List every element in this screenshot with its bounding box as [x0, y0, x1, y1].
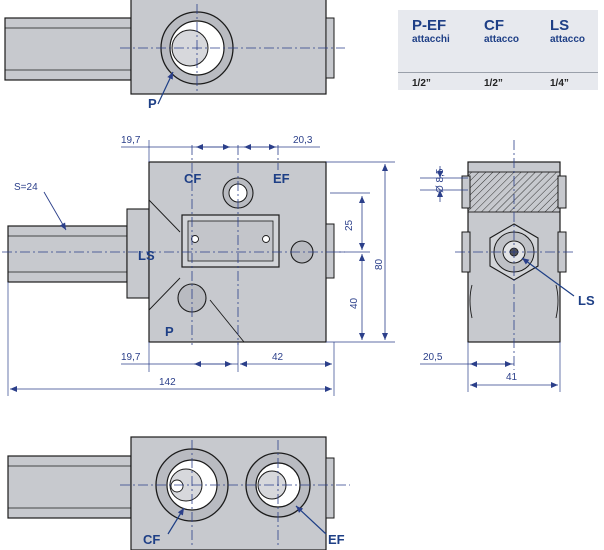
- front-label-p: P: [165, 324, 174, 339]
- bottom-view: CF EF: [7, 436, 350, 550]
- table-value-p-ef: 1/2”: [412, 78, 431, 89]
- table-col-code: CF: [484, 17, 504, 34]
- table-col-sub: attacchi: [412, 34, 450, 45]
- front-screw-right: [262, 235, 270, 243]
- top-view: P: [4, 0, 345, 111]
- table-col-sub: attacco: [484, 34, 520, 45]
- front-label-ef: EF: [273, 171, 290, 186]
- top-label-p: P: [148, 96, 157, 111]
- dim-42: 42: [272, 352, 284, 363]
- table-col-p-ef: P-EF attacchi: [412, 18, 450, 46]
- dim-41: 41: [506, 372, 518, 383]
- table-value-cf: 1/2”: [484, 78, 503, 89]
- dim-20-3: 20,3: [293, 135, 313, 146]
- side-view: LS Ø 8,5 20,5 41: [420, 140, 595, 392]
- dim-20-5: 20,5: [423, 352, 443, 363]
- table-col-code: LS: [550, 17, 570, 34]
- dim-40: 40: [349, 297, 360, 309]
- dim-8-5: Ø 8,5: [435, 168, 446, 193]
- bottom-label-cf: CF: [143, 532, 160, 547]
- table-value-ls: 1/4”: [550, 78, 569, 89]
- top-hex-shaft: [4, 17, 132, 81]
- port-size-table: P-EF attacchi CF attacco LS attacco 1/2”…: [398, 10, 598, 90]
- side-label-ls: LS: [578, 293, 595, 308]
- dim-142: 142: [159, 377, 176, 388]
- hex-size-label: S=24: [14, 182, 38, 193]
- table-col-code: P-EF: [412, 17, 447, 34]
- dim-80: 80: [374, 258, 385, 270]
- table-col-ls: LS attacco: [550, 18, 585, 46]
- dim-19-7-top: 19,7: [121, 135, 141, 146]
- front-label-ls: LS: [138, 248, 155, 263]
- front-screw-left: [191, 235, 199, 243]
- bottom-label-ef: EF: [328, 532, 345, 547]
- table-col-sub: attacco: [550, 34, 586, 45]
- table-divider: [398, 72, 598, 73]
- dim-25: 25: [344, 219, 355, 231]
- dim-19-7-bottom: 19,7: [121, 352, 141, 363]
- front-label-cf: CF: [184, 171, 201, 186]
- table-col-cf: CF attacco: [484, 18, 519, 46]
- front-hex-shaft: [7, 225, 128, 283]
- bottom-hex-shaft: [7, 455, 132, 519]
- front-view: CF EF LS P S=24 19,7 20,3 25 40 80 19,7: [2, 135, 395, 396]
